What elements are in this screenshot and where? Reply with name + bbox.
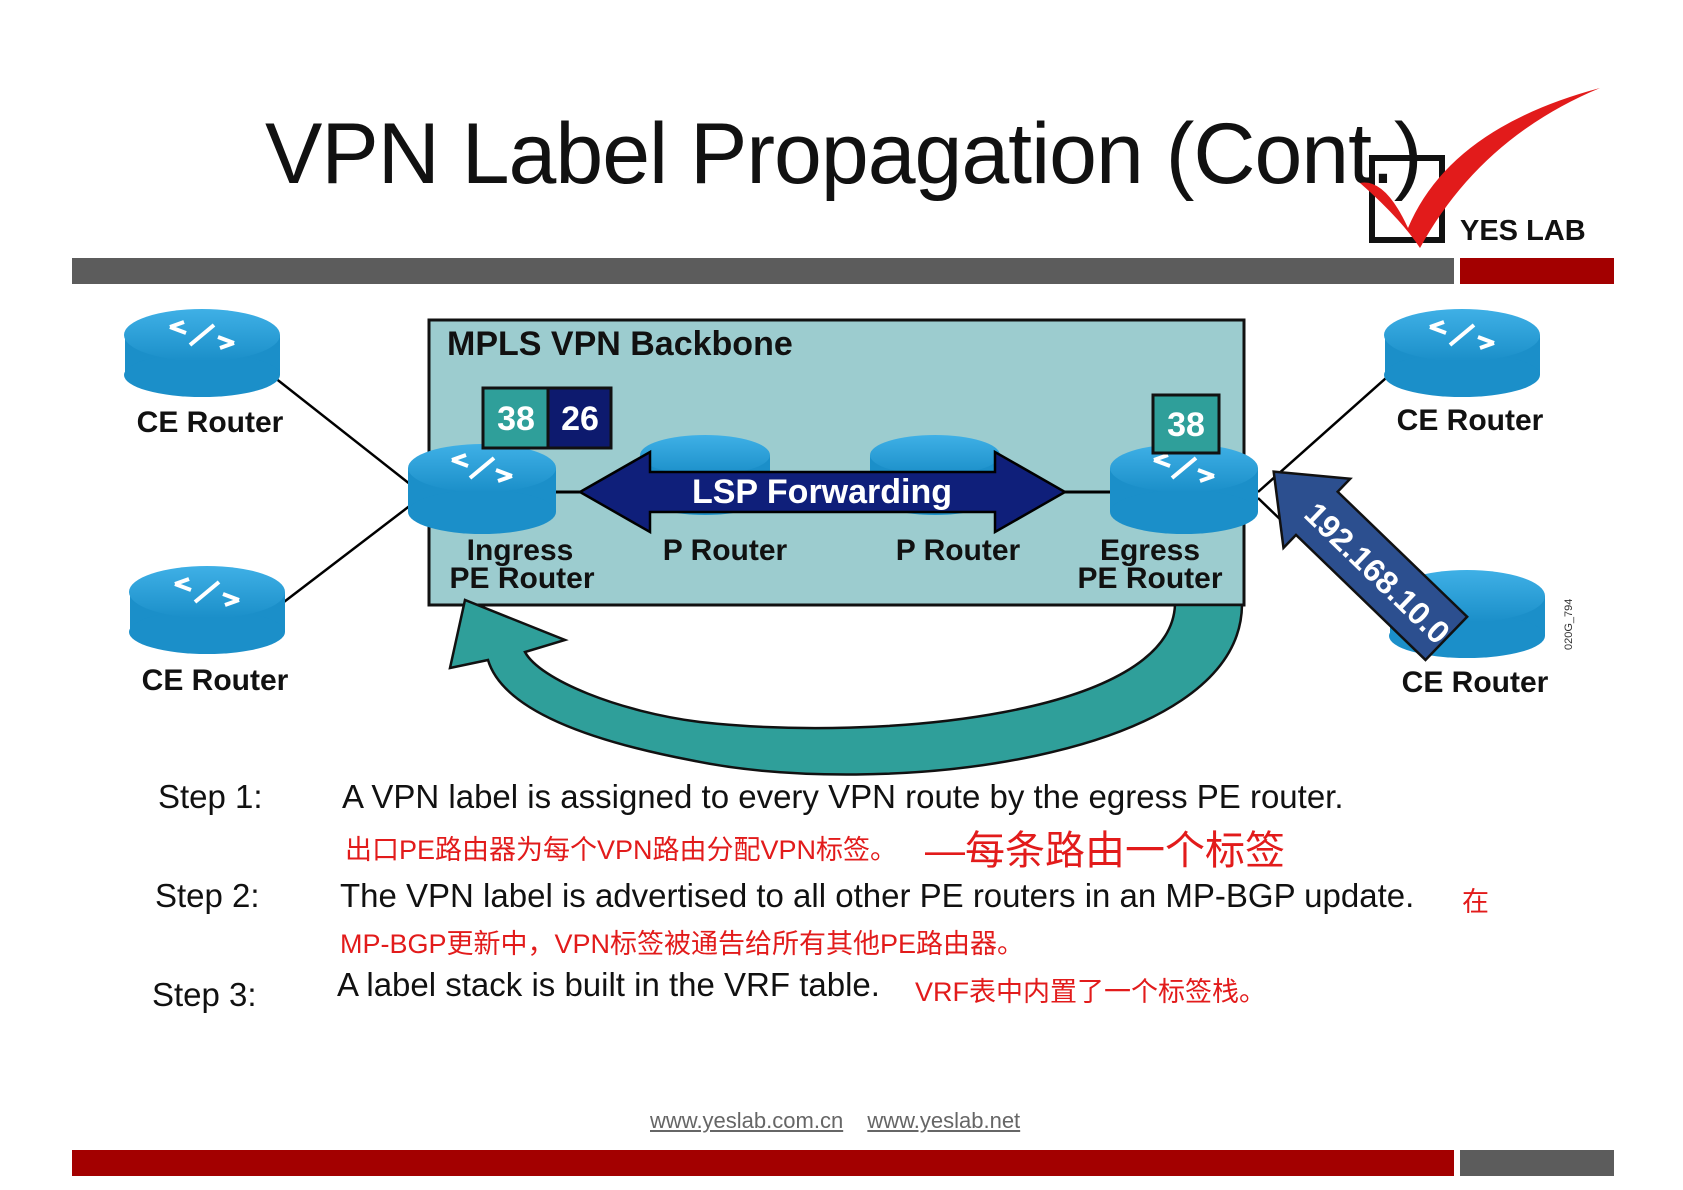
link-ce-tl-ingress bbox=[264, 369, 421, 493]
ingress-label-line2: PE Router bbox=[449, 562, 594, 595]
footer-link-net[interactable]: www.yeslab.net bbox=[867, 1108, 1021, 1133]
egress-label-line2: PE Router bbox=[1077, 562, 1222, 595]
footer-links: www.yeslab.com.cn www.yeslab.net bbox=[650, 1108, 1038, 1134]
step-2-note-line2: MP-BGP更新中，VPN标签被通告给所有其他PE路由器。 bbox=[340, 929, 1025, 959]
step-2-note-inline: 在 bbox=[1462, 887, 1489, 917]
lsp-forwarding-arrow bbox=[577, 449, 1068, 535]
step-3-label: Step 3: bbox=[152, 976, 257, 1013]
ce-router-bottom-left bbox=[129, 566, 285, 654]
ce-bottom-right-label: CE Router bbox=[1402, 666, 1549, 699]
footer-bar-gray bbox=[1460, 1150, 1614, 1176]
header-bar-gray bbox=[72, 258, 1454, 284]
step-3-text: A label stack is built in the VRF table. bbox=[337, 966, 880, 1003]
ingress-label-outer bbox=[481, 386, 550, 450]
ingress-label-26: 26 bbox=[561, 400, 599, 438]
link-ce-bl-ingress bbox=[279, 497, 421, 606]
prefix-arrow: 192.168.10.0 bbox=[1272, 470, 1469, 662]
step-3-note: VRF表中内置了一个标签栈。 bbox=[915, 977, 1266, 1007]
p-router-1-label: P Router bbox=[663, 534, 788, 567]
header-bar-red bbox=[1460, 258, 1614, 284]
ce-router-top-left bbox=[124, 309, 280, 397]
step-1-note-small: 出口PE路由器为每个VPN路由分配VPN标签。 bbox=[345, 835, 898, 865]
ingress-pe-router bbox=[408, 444, 556, 534]
egress-label bbox=[1151, 393, 1221, 455]
step-2-label: Step 2: bbox=[155, 877, 260, 914]
yeslab-logo bbox=[1360, 88, 1600, 248]
ce-router-top-right bbox=[1384, 309, 1540, 397]
ingress-label-38: 38 bbox=[497, 400, 535, 438]
step-1-note-large: —每条路由一个标签 bbox=[925, 829, 1285, 873]
ce-top-right-label: CE Router bbox=[1397, 404, 1544, 437]
page-title: VPN Label Propagation (Cont.) bbox=[265, 106, 1423, 202]
step-1-label: Step 1: bbox=[158, 778, 263, 815]
egress-pe-router bbox=[1110, 444, 1258, 534]
lsp-forwarding-text: LSP Forwarding bbox=[692, 473, 952, 511]
image-code: 020G_794 bbox=[1563, 599, 1575, 650]
step-2-text: The VPN label is advertised to all other… bbox=[340, 877, 1415, 914]
footer-link-com-cn[interactable]: www.yeslab.com.cn bbox=[650, 1108, 844, 1133]
egress-label-38: 38 bbox=[1167, 406, 1205, 444]
ingress-label-inner bbox=[546, 386, 613, 450]
footer-bar-red bbox=[72, 1150, 1454, 1176]
ce-top-left-label: CE Router bbox=[137, 406, 284, 439]
logo-text: YES LAB bbox=[1460, 215, 1586, 247]
mpls-diagram: MPLS VPN Backbone LSP Forwarding 38 26 3… bbox=[124, 309, 1575, 776]
step-1-text: A VPN label is assigned to every VPN rou… bbox=[342, 778, 1344, 815]
p-router-2-label: P Router bbox=[896, 534, 1021, 567]
return-arrow bbox=[448, 598, 1244, 776]
checkmark-icon bbox=[1360, 88, 1600, 248]
backbone-title: MPLS VPN Backbone bbox=[447, 325, 793, 363]
backbone-box bbox=[427, 318, 1246, 607]
ingress-label-line1: Ingress bbox=[467, 534, 574, 567]
egress-label-line1: Egress bbox=[1100, 534, 1200, 567]
ce-bottom-left-label: CE Router bbox=[142, 664, 289, 697]
